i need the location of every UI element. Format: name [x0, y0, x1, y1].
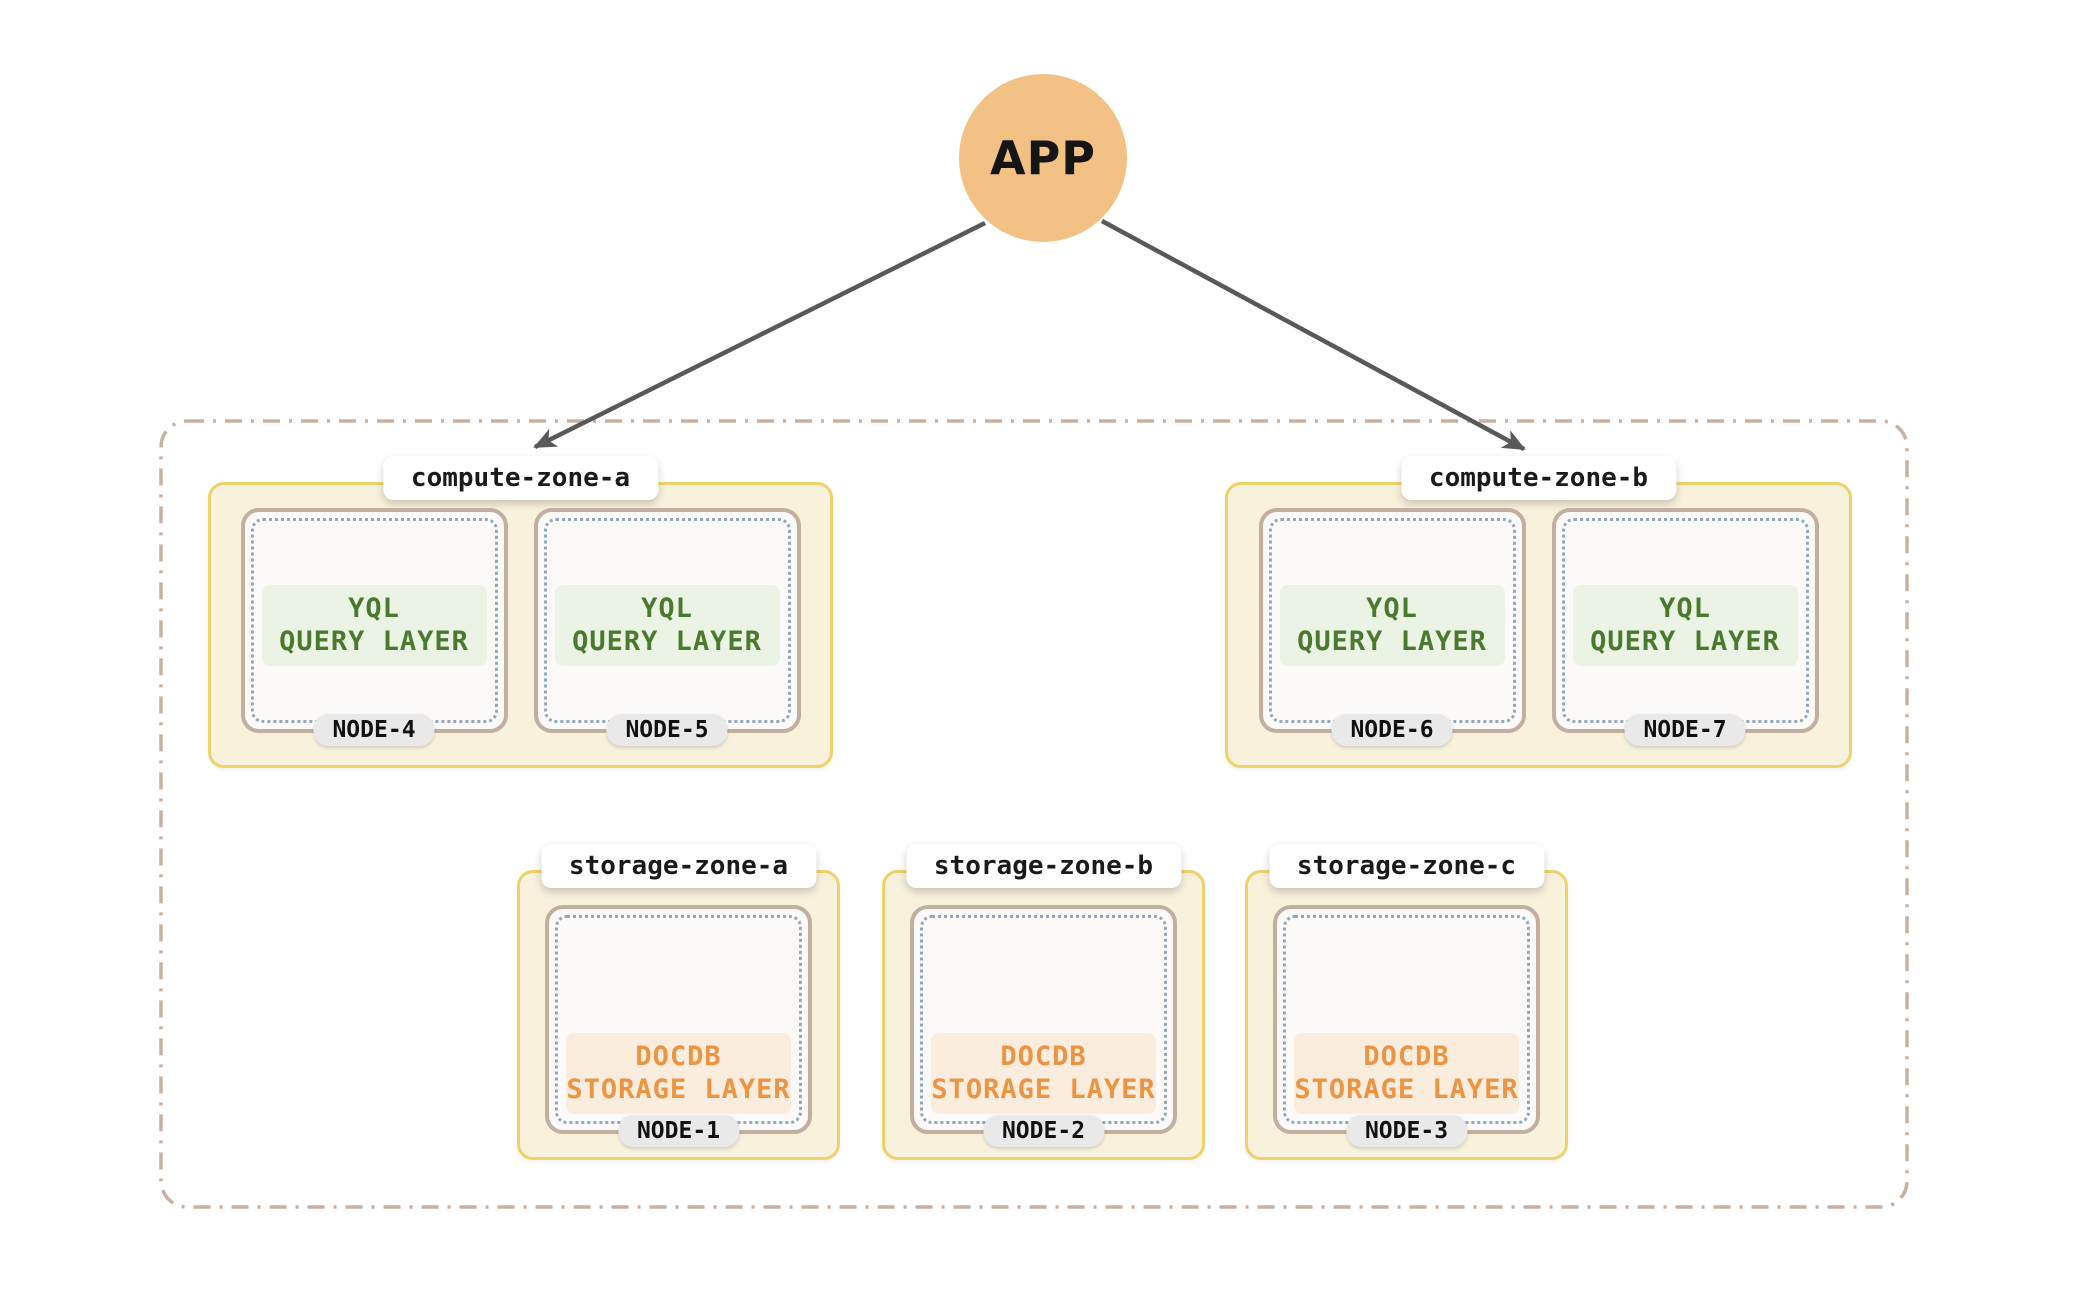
app-to-compute-a-arrow: [533, 220, 987, 450]
zone-compute-b: compute-zone-b YQL QUERY LAYER NODE-6 YQ…: [1225, 456, 1852, 768]
layer-line-2: QUERY LAYER: [1590, 626, 1780, 657]
node-name-pill: NODE-4: [313, 714, 435, 746]
app-to-compute-b-arrow: [1100, 219, 1526, 451]
app-label: APP: [989, 131, 1097, 185]
yql-query-layer-badge: YQL QUERY LAYER: [554, 585, 780, 666]
layer-line-1: YQL: [641, 593, 693, 624]
node-name-pill: NODE-5: [606, 714, 728, 746]
node-name-pill: NODE-3: [1345, 1115, 1468, 1147]
zone-label: compute-zone-a: [382, 456, 659, 500]
yql-query-layer-badge: YQL QUERY LAYER: [261, 585, 487, 666]
layer-line-2: QUERY LAYER: [1297, 626, 1487, 657]
node-6: YQL QUERY LAYER NODE-6: [1258, 508, 1526, 746]
node-2: DOCDB STORAGE LAYER NODE-2: [910, 905, 1177, 1147]
layer-line-2: QUERY LAYER: [572, 626, 762, 657]
layer-line-1: YQL: [1659, 593, 1711, 624]
layer-line-2: STORAGE LAYER: [1294, 1074, 1519, 1105]
zone-compute-a: compute-zone-a YQL QUERY LAYER NODE-4 YQ…: [208, 456, 833, 768]
node-7: YQL QUERY LAYER NODE-7: [1551, 508, 1819, 746]
layer-line-2: QUERY LAYER: [279, 626, 469, 657]
layer-line-1: YQL: [1366, 593, 1418, 624]
cluster-boundary: [159, 419, 1909, 1209]
docdb-storage-layer-badge: DOCDB STORAGE LAYER: [1294, 1033, 1519, 1114]
node-1: DOCDB STORAGE LAYER NODE-1: [545, 905, 812, 1147]
layer-line-1: DOCDB: [635, 1041, 722, 1072]
zone-storage-c: storage-zone-c DOCDB STORAGE LAYER NODE-…: [1245, 844, 1568, 1160]
node-3: DOCDB STORAGE LAYER NODE-3: [1273, 905, 1540, 1147]
yql-query-layer-badge: YQL QUERY LAYER: [1572, 585, 1798, 666]
zone-label: storage-zone-b: [905, 844, 1182, 888]
layer-line-1: DOCDB: [1363, 1041, 1450, 1072]
node-name-pill: NODE-7: [1624, 714, 1746, 746]
docdb-storage-layer-badge: DOCDB STORAGE LAYER: [566, 1033, 791, 1114]
docdb-storage-layer-badge: DOCDB STORAGE LAYER: [931, 1033, 1156, 1114]
app-node: APP: [959, 74, 1127, 242]
layer-line-2: STORAGE LAYER: [931, 1074, 1156, 1105]
layer-line-1: YQL: [348, 593, 400, 624]
zone-label: compute-zone-b: [1400, 456, 1677, 500]
zone-label: storage-zone-c: [1268, 844, 1545, 888]
layer-line-2: STORAGE LAYER: [566, 1074, 791, 1105]
zone-storage-b: storage-zone-b DOCDB STORAGE LAYER NODE-…: [882, 844, 1205, 1160]
node-name-pill: NODE-2: [982, 1115, 1105, 1147]
yql-query-layer-badge: YQL QUERY LAYER: [1279, 585, 1505, 666]
zone-label: storage-zone-a: [540, 844, 817, 888]
layer-line-1: DOCDB: [1000, 1041, 1087, 1072]
node-name-pill: NODE-6: [1331, 714, 1453, 746]
node-name-pill: NODE-1: [617, 1115, 740, 1147]
node-4: YQL QUERY LAYER NODE-4: [240, 508, 508, 746]
zone-storage-a: storage-zone-a DOCDB STORAGE LAYER NODE-…: [517, 844, 840, 1160]
node-5: YQL QUERY LAYER NODE-5: [533, 508, 801, 746]
